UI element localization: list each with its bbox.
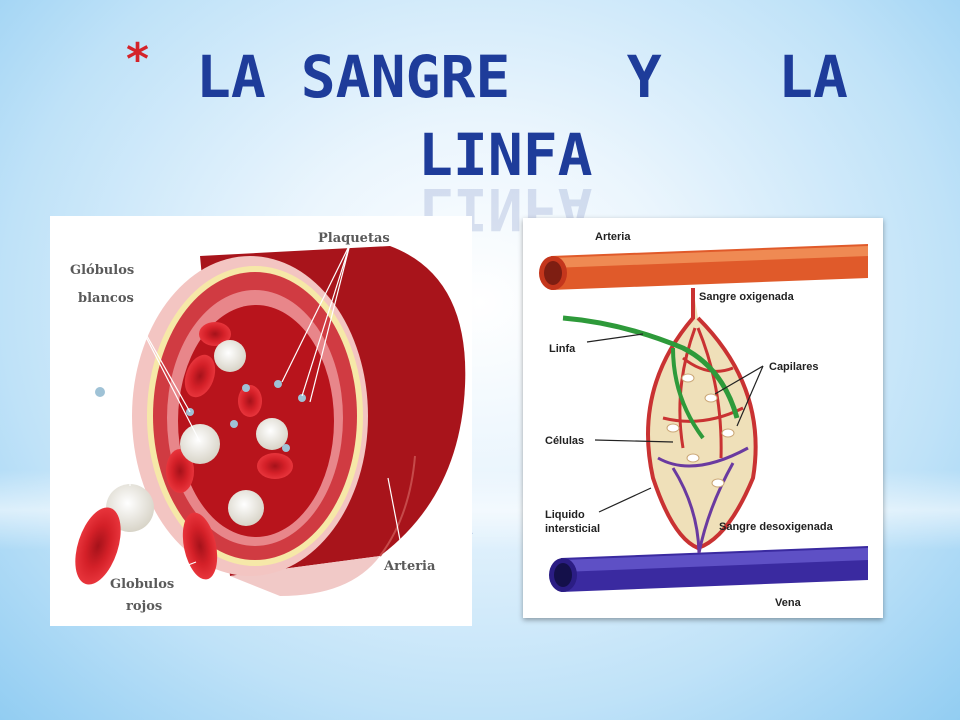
- label-sangre-desoxigenada: Sangre desoxigenada: [719, 521, 834, 533]
- label-globulos-rojos-2: rojos: [126, 599, 162, 614]
- label-celulas: Células: [545, 435, 584, 447]
- label-sangre-oxigenada: Sangre oxigenada: [699, 291, 795, 303]
- slide-title-line-1[interactable]: LA SANGRE Y LA: [196, 48, 848, 106]
- title-word-3: LA: [778, 43, 848, 111]
- label-globulos-blancos-2: blancos: [78, 291, 134, 306]
- label-globulos-blancos-1: Glóbulos: [70, 263, 134, 278]
- capillary-network-diagram[interactable]: Arteria Sangre oxigenada Linfa Capilares…: [523, 218, 883, 618]
- label-liquido-1: Liquido: [545, 509, 585, 521]
- label-capilares: Capilares: [769, 361, 819, 373]
- title-word-2: Y: [626, 43, 662, 111]
- title-word-1: LA SANGRE: [196, 43, 511, 111]
- label-arteria-left: Arteria: [383, 559, 436, 574]
- label-liquido-2: intersticial: [545, 523, 600, 535]
- title-bullet: *: [126, 34, 150, 85]
- label-arteria-right: Arteria: [595, 231, 631, 243]
- label-globulos-rojos-1: Globulos: [110, 577, 174, 592]
- capillary-illustration: Arteria Sangre oxigenada Linfa Capilares…: [539, 231, 868, 609]
- label-plaquetas: Plaquetas: [318, 231, 390, 246]
- label-vena: Vena: [775, 597, 802, 609]
- label-linfa: Linfa: [549, 343, 576, 355]
- artery-illustration: Glóbulos blancos Plaquetas Globulos rojo…: [70, 231, 466, 614]
- slide-title-line-2[interactable]: LINFA: [418, 121, 593, 189]
- artery-cross-section-image[interactable]: Glóbulos blancos Plaquetas Globulos rojo…: [50, 216, 472, 626]
